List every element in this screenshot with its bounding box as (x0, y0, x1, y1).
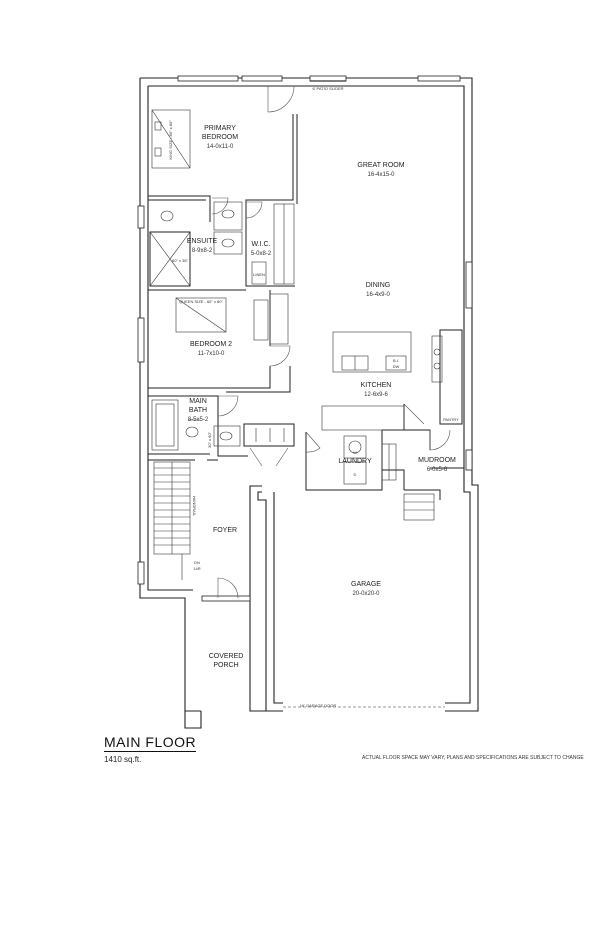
kitchen-label: KITCHEN (361, 382, 392, 389)
bedroom2-bed-note: QUEEN SIZE - 60" x 80" (179, 299, 223, 304)
dining-size: 16-4x9-0 (366, 292, 390, 298)
primary-bedroom-label-1: PRIMARY (204, 125, 236, 132)
ensuite-size: 8-9x8-2 (192, 248, 213, 254)
wic-label: W.I.C. (251, 241, 270, 248)
washer-note: W (353, 450, 357, 455)
tub-note: 30" x 60" (207, 431, 212, 448)
stair-risers-note: 14R (193, 566, 200, 571)
primary-bedroom-label-2: BEDROOM (202, 134, 238, 141)
fixtures (149, 80, 445, 708)
exterior-walls (139, 77, 479, 729)
kitchen-size: 12-6x9-6 (364, 392, 388, 398)
linen-note: LINEN (253, 272, 265, 277)
garage-door-note: 16' GARAGE DOOR (300, 703, 337, 708)
annotations: 6' PATIO SLIDER 16' GARAGE DOOR PANTRY L… (168, 86, 459, 708)
bedroom2-label: BEDROOM 2 (190, 341, 232, 348)
main-bath-size: 8-5x5-2 (188, 417, 209, 423)
garage-size: 20-0x20-0 (352, 591, 380, 597)
bi-note: B.I. (393, 358, 399, 363)
laundry-label: LAUNDRY (338, 458, 372, 465)
ensuite-label: ENSUITE (187, 238, 218, 245)
door-swings (188, 85, 451, 599)
great-room-label: GREAT ROOM (357, 162, 404, 169)
great-room-size: 16-4x15-0 (367, 172, 395, 178)
dryer-note: D (354, 472, 357, 477)
mudroom-label: MUDROOM (418, 457, 456, 464)
primary-bed-note: KING SIZE - 80" x 80" (168, 120, 173, 160)
dining-label: DINING (366, 282, 391, 289)
plan-disclaimer: ACTUAL FLOOR SPACE MAY VARY, PLANS AND S… (362, 755, 584, 761)
mudroom-size: 6-0x5-6 (427, 467, 448, 473)
handrail-note: HANDRAIL (192, 496, 197, 517)
plan-area: 1410 sq.ft. (104, 755, 142, 764)
primary-bedroom-size: 14-0x11-0 (207, 144, 234, 150)
garage-label: GARAGE (351, 581, 381, 588)
interior-walls (148, 114, 464, 500)
dishwasher-note: DW (393, 364, 400, 369)
main-bath-label-2: BATH (189, 407, 207, 414)
bedroom2-size: 11-7x10-0 (198, 351, 225, 357)
pantry-note: PANTRY (443, 417, 459, 422)
covered-porch-label-2: PORCH (213, 662, 238, 669)
shower-note: 60" x 36" (172, 258, 189, 263)
windows (137, 75, 473, 602)
foyer-label: FOYER (213, 527, 237, 534)
stair-dn-note: DN (194, 560, 200, 565)
covered-porch-label-1: COVERED (209, 653, 244, 660)
room-labels: PRIMARY BEDROOM 14-0x11-0 GREAT ROOM 16-… (187, 125, 456, 669)
patio-slider-note: 6' PATIO SLIDER (312, 86, 343, 91)
plan-title: MAIN FLOOR (104, 734, 197, 752)
wic-size: 5-0x8-2 (251, 251, 272, 257)
main-bath-label-1: MAIN (189, 398, 207, 405)
